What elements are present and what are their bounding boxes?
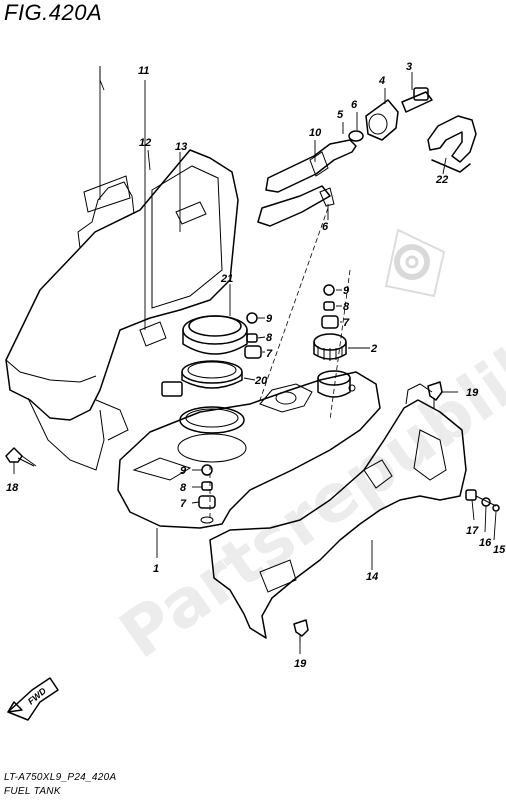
callout-12: 12 [139, 137, 151, 149]
breather-hose-assembly [257, 87, 477, 227]
fwd-label: FWD [26, 685, 49, 706]
callout-7-lower: 7 [180, 498, 187, 510]
side-cover-assembly [5, 149, 239, 471]
callout-8-upper-left: 8 [266, 332, 273, 344]
callout-4: 4 [378, 75, 385, 87]
callout-11: 11 [138, 65, 149, 77]
callout-2: 2 [370, 343, 377, 355]
callout-9-upper-left: 9 [266, 313, 273, 325]
callout-8-lower: 8 [180, 482, 187, 494]
callout-20: 20 [254, 375, 268, 387]
callout-19-upper: 19 [466, 387, 479, 399]
callout-8-upper-right: 8 [343, 301, 350, 313]
callout-6-upper: 6 [351, 99, 358, 111]
callout-18: 18 [6, 482, 19, 494]
callout-labels: 11 12 13 10 5 6 4 3 22 6 21 9 8 7 20 9 8… [6, 61, 506, 670]
forward-arrow: FWD [7, 677, 59, 721]
watermark-gear-icon [384, 228, 446, 298]
callout-9-lower: 9 [180, 465, 187, 477]
fastener-stack-right [465, 489, 500, 512]
lower-side-guard [209, 383, 467, 639]
callout-13: 13 [175, 141, 187, 153]
figure-title: FIG.420A [4, 0, 103, 25]
watermark: Partsrepublik [106, 228, 506, 674]
fuel-pump-ring-assembly [161, 315, 248, 434]
fasteners-group [198, 284, 339, 509]
callout-19-lower: 19 [294, 658, 307, 670]
callout-3: 3 [406, 61, 412, 73]
fuel-tank [117, 370, 381, 529]
callout-7-upper-left: 7 [266, 348, 273, 360]
push-rivet-clips [293, 381, 443, 642]
callout-16: 16 [479, 537, 492, 549]
callout-17: 17 [466, 525, 479, 537]
callout-15: 15 [493, 544, 506, 556]
leader-lines [13, 72, 497, 654]
callout-21: 21 [220, 273, 233, 285]
bolt-18 [5, 447, 35, 467]
leaders-upper-left [99, 66, 181, 330]
callout-1: 1 [153, 563, 159, 575]
callout-9-upper-right: 9 [343, 285, 350, 297]
model-code: LT-A750XL9_P24_420A [4, 772, 117, 783]
fuel-cap [313, 333, 347, 361]
callout-22: 22 [435, 174, 448, 186]
figure-caption: FUEL TANK [4, 786, 61, 797]
callout-5: 5 [337, 109, 344, 121]
callout-10: 10 [309, 127, 322, 139]
callout-7-upper-right: 7 [343, 317, 350, 329]
callout-6-lower: 6 [322, 221, 329, 233]
callout-14: 14 [366, 571, 378, 583]
